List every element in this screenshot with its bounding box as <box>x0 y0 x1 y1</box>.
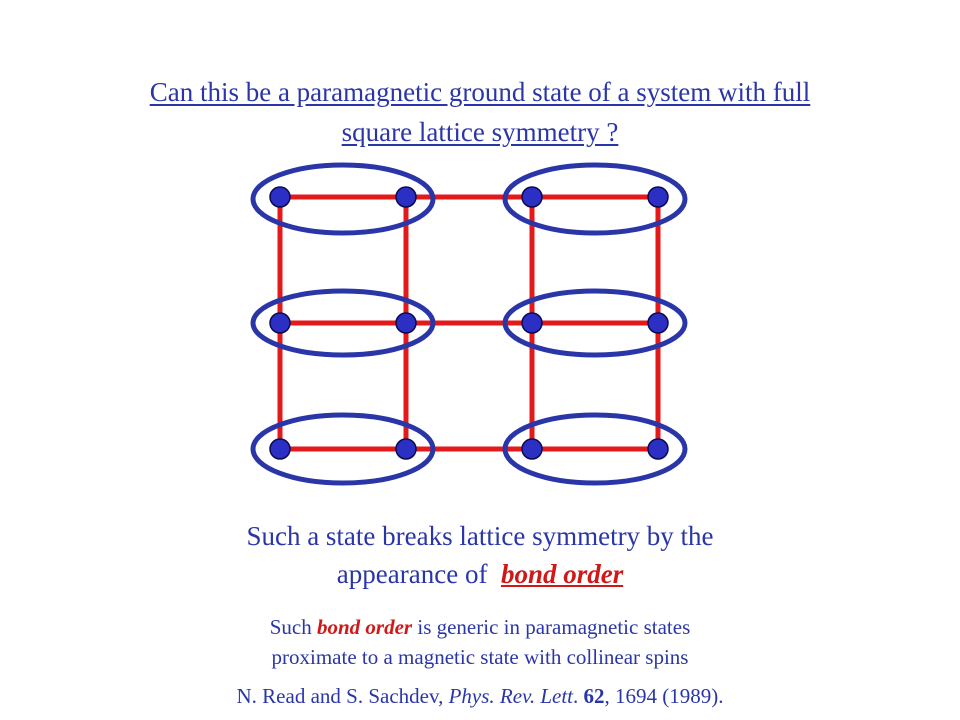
citation: N. Read and S. Sachdev, Phys. Rev. Lett.… <box>236 684 724 708</box>
title-line-1: Can this be a paramagnetic ground state … <box>149 77 811 107</box>
lattice-sites <box>269 186 669 460</box>
site <box>269 186 291 208</box>
title-line-2: square lattice symmetry ? <box>341 117 619 147</box>
dimer-ellipse <box>502 162 688 236</box>
dimer-ellipse <box>502 412 688 486</box>
site <box>395 438 417 460</box>
dimer-ellipse <box>250 162 436 236</box>
site <box>647 186 669 208</box>
site <box>269 438 291 460</box>
site <box>521 438 543 460</box>
statement-line-1: Such a state breaks lattice symmetry by … <box>246 521 714 551</box>
note-start: Such <box>269 615 312 639</box>
bond-order-emphasis: bond order <box>500 559 624 589</box>
statement-line-2: appearance of bond order <box>150 555 810 593</box>
note-end: is generic in paramagnetic states <box>417 615 691 639</box>
citation-volume: 62 <box>583 684 605 708</box>
site <box>269 312 291 334</box>
citation-pages-year: , 1694 (1989). <box>604 684 724 708</box>
note-line-2: proximate to a magnetic state with colli… <box>271 645 689 669</box>
note-emphasis: bond order <box>317 615 413 639</box>
site <box>647 312 669 334</box>
citation-authors: N. Read and S. Sachdev, <box>236 684 444 708</box>
dimer-ellipse <box>250 412 436 486</box>
bond-order-note: Such bond order is generic in paramagnet… <box>150 612 810 672</box>
dimer-ellipses <box>250 162 688 486</box>
site <box>521 312 543 334</box>
statement-prefix: appearance of <box>336 559 488 589</box>
site <box>395 312 417 334</box>
citation-journal: Phys. Rev. Lett <box>448 684 573 708</box>
site <box>521 186 543 208</box>
dimer-ellipse <box>502 288 688 358</box>
symmetry-statement: Such a state breaks lattice symmetry by … <box>150 517 810 593</box>
dimer-ellipse <box>250 288 436 358</box>
note-line-1: Such bond order is generic in paramagnet… <box>150 612 810 642</box>
site <box>395 186 417 208</box>
slide-title: Can this be a paramagnetic ground state … <box>60 72 900 152</box>
site <box>647 438 669 460</box>
